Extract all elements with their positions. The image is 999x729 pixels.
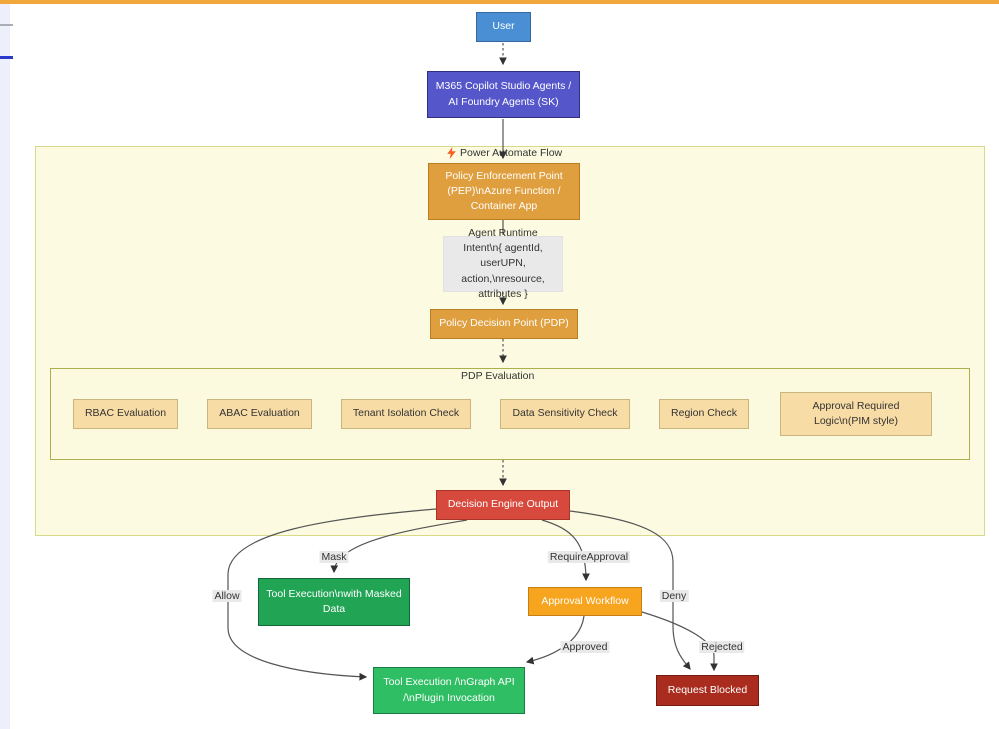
node-user: User [476,12,531,42]
left-strip-blue-divider [0,56,13,59]
edge-deny [569,510,691,670]
edge-label-rejected: Rejected [699,641,745,653]
edge-label-deny: Deny [659,590,689,602]
node-approval-required-logic: Approval Required Logic\n(PIM style) [780,392,932,436]
edge-approved [525,615,585,665]
edge-mask [330,519,468,574]
node-agent-runtime-intent: Agent Runtime Intent\n{ agentId, userUPN… [443,227,563,300]
left-strip-divider [0,24,13,26]
node-policy-decision-point: Policy Decision Point (PDP) [430,309,578,339]
node-copilot-agents: M365 Copilot Studio Agents / AI Foundry … [427,71,580,118]
node-request-blocked: Request Blocked [656,675,759,706]
left-page-strip [0,4,10,729]
pdp-evaluation-label: PDP Evaluation [461,370,534,382]
node-tenant-isolation-check: Tenant Isolation Check [341,399,471,429]
node-tool-execution-masked-data: Tool Execution\nwith Masked Data [258,578,410,626]
lightning-bolt-icon [447,147,456,159]
node-tool-execution-graph-api: Tool Execution /\nGraph API /\nPlugin In… [373,667,525,714]
edge-label-require-approval: RequireApproval [547,551,631,563]
edge-label-mask: Mask [319,551,349,563]
node-approval-workflow: Approval Workflow [528,587,642,616]
top-accent-bar [0,0,999,4]
node-policy-enforcement-point: Policy Enforcement Point (PEP)\nAzure Fu… [428,163,580,220]
pdp-evaluation-label-text: PDP Evaluation [461,370,535,382]
node-decision-engine-output: Decision Engine Output [436,490,570,520]
node-region-check: Region Check [659,399,749,429]
node-rbac-evaluation: RBAC Evaluation [73,399,178,429]
node-abac-evaluation: ABAC Evaluation [207,399,312,429]
edge-allow [227,508,437,681]
node-data-sensitivity-check: Data Sensitivity Check [500,399,630,429]
edge-require-approval [541,519,590,582]
edge-rejected [641,611,718,672]
power-automate-flow-label-text: Power Automate Flow [460,147,563,159]
edge-label-allow: Allow [212,590,242,602]
edge-label-approved: Approved [560,641,610,653]
power-automate-flow-label: Power Automate Flow [447,147,562,159]
